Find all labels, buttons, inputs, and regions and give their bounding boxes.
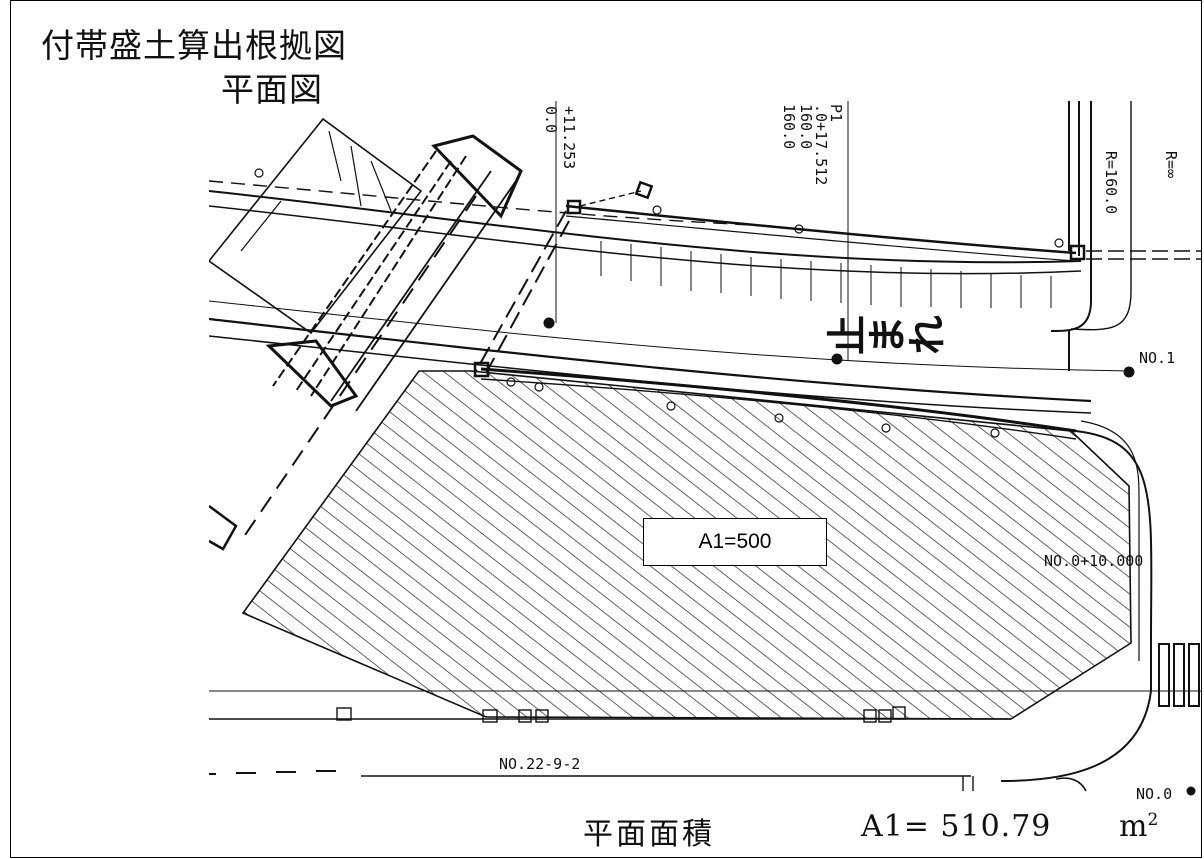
right-bulb-inner xyxy=(1080,420,1140,661)
inlet-2 xyxy=(634,180,654,200)
station-label-mid-b: 160.0 xyxy=(797,104,815,149)
inlet-1 xyxy=(566,199,582,215)
drawing-subtitle: 平面図 xyxy=(221,70,323,109)
centerline-dash xyxy=(209,180,772,227)
right-double-line xyxy=(1086,250,1201,260)
right-bulb xyxy=(1000,430,1153,782)
inlet-3 xyxy=(473,361,490,378)
road-marking: 止まれ xyxy=(826,316,946,362)
road-edge-3 xyxy=(209,300,1132,372)
p1-label: P1 xyxy=(827,104,845,122)
right-curb-outer xyxy=(1070,101,1132,331)
no1-label: NO.1 xyxy=(1139,349,1175,367)
culvert-b xyxy=(330,170,517,412)
radius-label-a: R=160.0 xyxy=(1102,151,1120,214)
drawing-frame: +11.253 0.0 .0+17.512 160.0 160.0 P1 R=1… xyxy=(10,0,1202,858)
right-curb xyxy=(1050,101,1092,332)
left-wing xyxy=(209,504,238,551)
plan-area-value: A1= 510.79 xyxy=(861,809,1052,844)
corner-post xyxy=(1069,244,1086,261)
radius-label-b: R=∞ xyxy=(1162,151,1180,178)
no22-label: NO.22-9-2 xyxy=(499,755,580,773)
bottom-dashes xyxy=(209,770,336,775)
lower-curb xyxy=(480,367,1077,433)
upper-curb-ticks xyxy=(600,241,1052,308)
station-label-mid-c: 160.0 xyxy=(780,104,798,149)
unit-text: m xyxy=(1119,809,1148,844)
upper-curb-inner xyxy=(565,215,1077,262)
road-edge-2 xyxy=(209,205,1082,275)
station-label-top-a: +11.253 xyxy=(560,106,578,169)
pipe-dashes-2 xyxy=(240,195,477,542)
unit-exponent: 2 xyxy=(1147,810,1159,830)
road-edge-4 xyxy=(209,317,1092,403)
plan-area-label: 平面面積 xyxy=(583,817,715,852)
drawing-title: 付帯盛土算出根拠図 xyxy=(41,26,347,65)
crossing-lines xyxy=(240,130,392,252)
culvert-a xyxy=(272,150,467,397)
upper-curb xyxy=(565,204,1077,255)
crossing-outer xyxy=(209,117,423,335)
lower-curb-2 xyxy=(480,378,1077,440)
culvert-head-top xyxy=(431,134,523,219)
plan-drawing: +11.253 0.0 .0+17.512 160.0 160.0 P1 R=1… xyxy=(209,101,1201,803)
no0-label: NO.0 xyxy=(1136,785,1172,803)
road-edge-1 xyxy=(209,190,1082,264)
culvert-head-bot xyxy=(265,339,359,408)
pipe-dashes xyxy=(475,210,570,374)
station-label-top-b: 0.0 xyxy=(542,106,560,133)
station-label-mid-a: .0+17.512 xyxy=(812,104,830,185)
plan-area-unit: m2 xyxy=(1119,809,1158,844)
area-label-box: A1=500 xyxy=(643,518,827,566)
no0-10-label: NO.0+10.000 xyxy=(1044,552,1143,570)
